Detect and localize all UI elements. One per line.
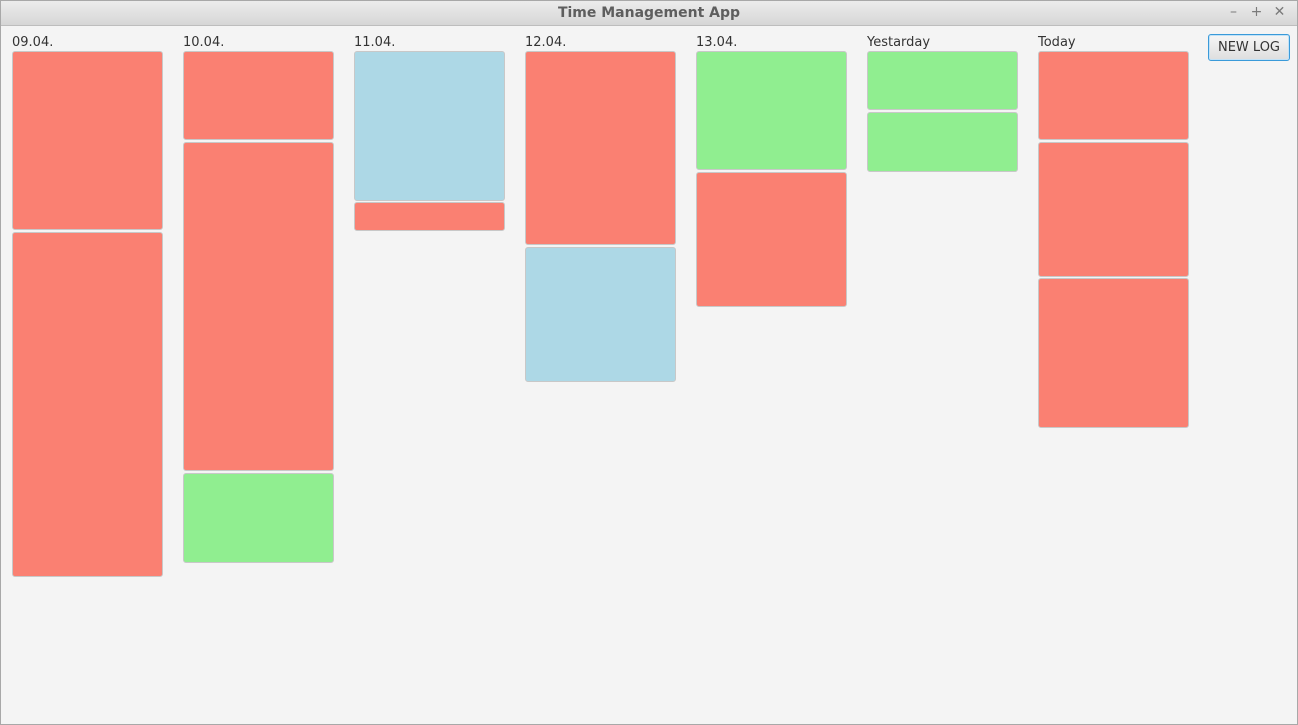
day-label: Yestarday	[867, 35, 931, 50]
new-log-button[interactable]: NEW LOG	[1208, 34, 1290, 61]
day-column: 13.04.	[696, 35, 847, 307]
log-entry[interactable]	[867, 51, 1018, 110]
log-entry[interactable]	[696, 172, 847, 307]
log-entry[interactable]	[354, 51, 505, 201]
log-entry[interactable]	[183, 473, 334, 563]
day-label: Today	[1038, 35, 1076, 50]
log-entry[interactable]	[867, 112, 1018, 172]
day-column: 12.04.	[525, 35, 676, 382]
day-label: 12.04.	[525, 35, 567, 50]
log-entry[interactable]	[1038, 51, 1189, 140]
minimize-icon[interactable]: –	[1230, 4, 1237, 20]
window-controls: – + ✕	[1226, 4, 1287, 21]
log-entry[interactable]	[525, 51, 676, 245]
timeline-area: 09.04. 10.04. 11.04. 12.04.	[1, 26, 1297, 724]
title-bar[interactable]: Time Management App – + ✕	[1, 1, 1297, 26]
log-entry[interactable]	[525, 247, 676, 382]
log-entry[interactable]	[12, 232, 163, 577]
day-column: 10.04.	[183, 35, 334, 563]
maximize-icon[interactable]: +	[1250, 4, 1263, 20]
log-entry[interactable]	[1038, 278, 1189, 428]
day-column: 09.04.	[12, 35, 163, 577]
day-label: 09.04.	[12, 35, 54, 50]
log-entry[interactable]	[354, 202, 505, 231]
day-label: 13.04.	[696, 35, 738, 50]
day-label: 10.04.	[183, 35, 225, 50]
log-entry[interactable]	[183, 51, 334, 140]
close-icon[interactable]: ✕	[1273, 4, 1286, 20]
day-label: 11.04.	[354, 35, 396, 50]
window-title: Time Management App	[557, 5, 741, 21]
day-column: Today	[1038, 35, 1189, 428]
log-entry[interactable]	[1038, 142, 1189, 277]
day-column: Yestarday	[867, 35, 1018, 172]
log-entry[interactable]	[183, 142, 334, 471]
log-entry[interactable]	[696, 51, 847, 170]
log-entry[interactable]	[12, 51, 163, 230]
day-column: 11.04.	[354, 35, 505, 231]
